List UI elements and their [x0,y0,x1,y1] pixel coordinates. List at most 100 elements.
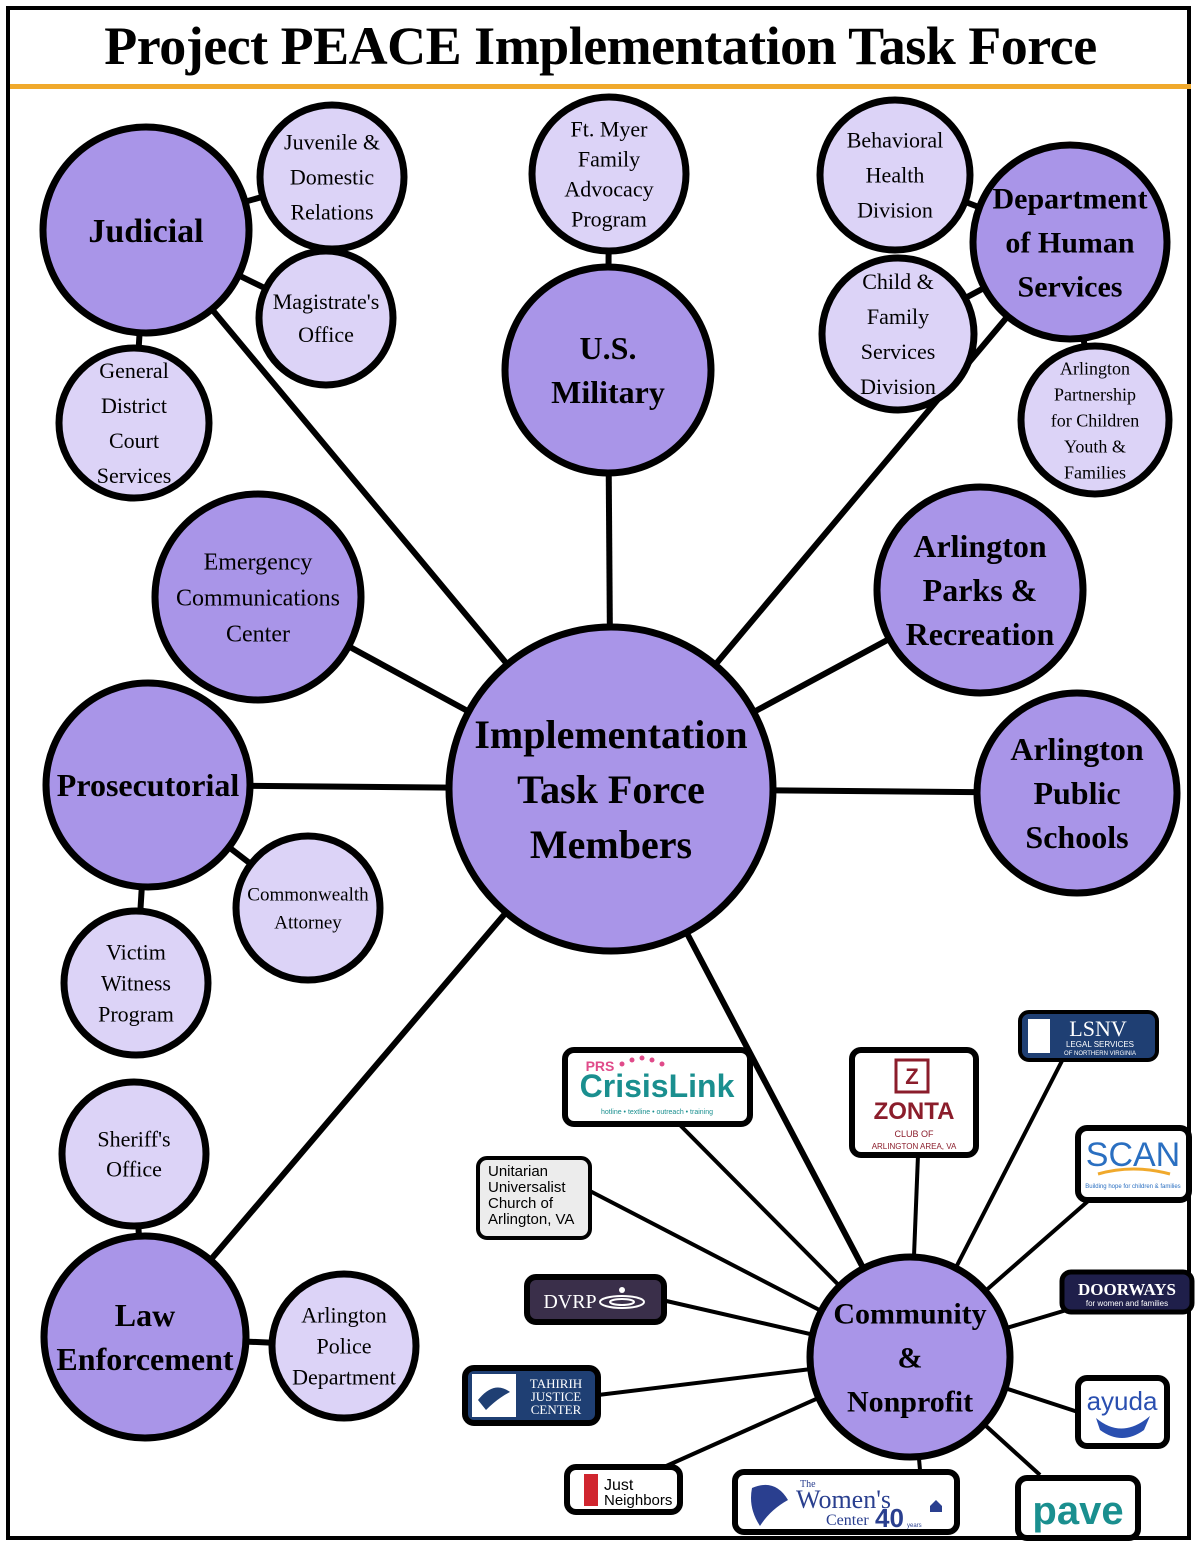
logo-text: Arlington, VA [488,1211,574,1228]
node-label-line: Victim [106,940,166,965]
womens-center-figure-icon [751,1484,788,1526]
node-circle [973,689,1181,897]
logo-text: LEGAL SERVICES [1066,1040,1134,1049]
logo-text: Universalist [488,1179,566,1196]
title-underline [10,84,1191,89]
logo-text: OF NORTHERN VIRGINIA [1064,1051,1136,1057]
node-label-line: Nonprofit [847,1386,973,1419]
logo-pave: pave [1015,1475,1141,1541]
node-label-line: Judicial [88,213,203,250]
node-label-line: Department [292,1365,396,1390]
logo-text: for women and families [1086,1299,1168,1308]
dvrp-ripple-icon [609,1298,635,1306]
node-label-line: Center [226,621,290,647]
dvrp-ripple-icon [599,1295,645,1309]
logo-text: DVRP [543,1291,596,1313]
node-circle [58,1078,210,1230]
node-label-line: Arlington [913,528,1047,564]
diagram-frame [6,6,1191,1540]
node-label-line: Division [857,198,933,223]
node-label-line: Schools [1025,819,1128,855]
node-military: U.S.Military [501,263,715,477]
node-label-line: Advocacy [564,177,653,202]
logo-dvrp: DVRP [524,1274,667,1325]
node-circle [39,123,253,337]
node-label-line: General [99,358,169,383]
ayuda-hand-icon [1096,1416,1150,1438]
node-label-line: Health [866,163,925,188]
node-label-line: Services [861,339,936,364]
logo-text: JUSTICE [531,1389,582,1404]
node-label-line: Juvenile & [284,130,380,155]
just-neighbors-door-icon [584,1474,598,1506]
node-circle [445,623,777,955]
node-label-line: Parks & [923,572,1038,608]
crisislink-dot [659,1061,665,1067]
node-label-line: Ft. Myer [571,117,649,142]
home-icon [930,1500,942,1512]
node-label-line: Military [551,374,665,410]
node-label-line: Services [1018,271,1123,304]
node-circle [60,907,212,1059]
node-label-line: Families [1064,462,1126,482]
node-circle [816,96,974,254]
logo-text: CLUB OF [894,1129,934,1139]
node-label-line: Sheriff's [97,1127,170,1152]
node-label-line: Relations [290,200,373,225]
node-label-line: Implementation [474,712,747,757]
node-label-line: Witness [101,971,171,996]
tahirih-dove-shape [478,1387,510,1410]
zonta-emblem [894,1058,930,1094]
node-label-line: Program [571,207,647,232]
node-label-line: Commonwealth [247,885,369,906]
logo-text: DOORWAYS [1078,1280,1176,1299]
node-label-line: Youth & [1064,436,1126,456]
node-label-line: Members [530,822,692,867]
node-label-line: Division [860,374,936,399]
node-circle [528,93,690,255]
node-label-line: for Children [1051,410,1139,430]
crisislink-dot [649,1057,655,1063]
logo-text: The [800,1479,816,1490]
logo-text: Women's [796,1485,891,1514]
node-label-line: Arlington [1010,731,1144,767]
node-label-line: Family [867,304,929,329]
logo-text: LSNV [1069,1016,1127,1041]
logo-text: Unitarian [488,1163,548,1180]
node-label-line: Office [298,322,354,347]
node-label-line: Public [1033,775,1120,811]
logo-text: CENTER [531,1402,582,1417]
node-label-line: Arlington [301,1303,387,1328]
node-label-line: Police [317,1334,372,1359]
node-circle [873,483,1087,697]
node-label-line: Prosecutorial [57,767,240,803]
logo-text: Church of [488,1195,554,1212]
logo-text: Building hope for children & families [1085,1184,1180,1190]
logo-text: ZONTA [874,1098,955,1125]
node-label-line: Attorney [274,913,342,934]
node-circle [151,490,365,704]
crisislink-dot [639,1055,645,1061]
node-label-line: Law [115,1297,175,1333]
node-label-line: Domestic [290,165,375,190]
node-label-line: Office [106,1157,162,1182]
logo-text: ARLINGTON AREA, VA [872,1142,957,1151]
zonta-emblem-letter: Z [905,1064,918,1089]
node-label-line: Community [833,1298,986,1331]
node-circle [255,247,397,389]
